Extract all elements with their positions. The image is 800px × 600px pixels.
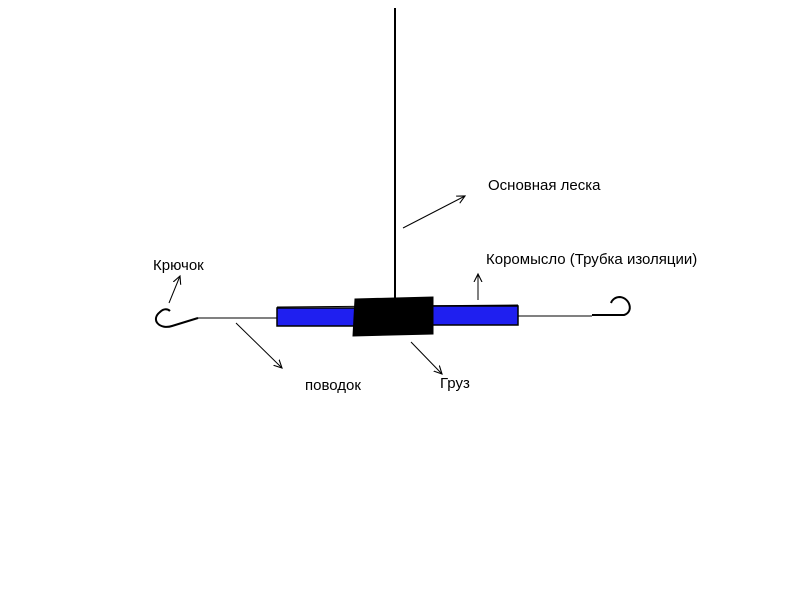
- leader-label: поводок: [305, 377, 361, 394]
- hook-left-icon: [154, 308, 199, 328]
- rocker-label: Коромысло (Трубка изоляции): [486, 251, 697, 268]
- hook-arrow: [168, 276, 180, 304]
- main-line-arrow: [402, 196, 465, 229]
- weight-block: [352, 296, 434, 337]
- rocker-tube-right: [429, 305, 519, 326]
- hook-right-icon: [592, 295, 631, 316]
- hook-label: Крючок: [153, 257, 204, 274]
- rocker-tube-left: [276, 307, 358, 327]
- main-line-label: Основная леска: [488, 177, 601, 194]
- weight-arrow: [410, 341, 442, 374]
- leader-arrow: [235, 322, 282, 368]
- weight-label: Груз: [440, 375, 470, 392]
